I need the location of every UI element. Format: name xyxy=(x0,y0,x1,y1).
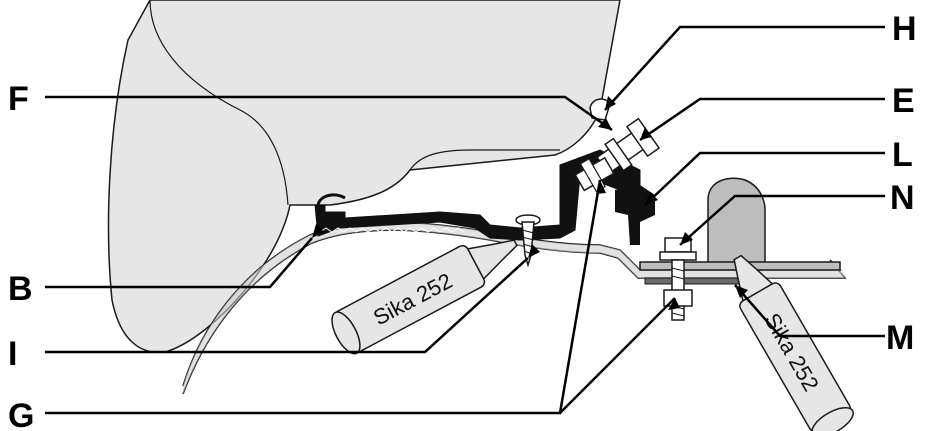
cap-h xyxy=(589,98,611,121)
clip-l xyxy=(615,185,655,245)
leader-n xyxy=(679,194,885,246)
leader-arrowheads xyxy=(312,96,748,310)
label-i: I xyxy=(8,335,17,373)
leader-i xyxy=(45,257,529,354)
housing-edge-line xyxy=(409,149,560,171)
profile-hook xyxy=(316,193,346,206)
leader-lines xyxy=(45,25,885,415)
leader-g-2 xyxy=(559,297,676,414)
arrow-n xyxy=(680,232,693,245)
leader-h xyxy=(604,25,885,111)
arrow-l xyxy=(645,192,658,205)
profile-serrations xyxy=(319,227,465,233)
label-m: M xyxy=(886,319,914,357)
label-g: G xyxy=(8,397,34,431)
arrow-f xyxy=(598,118,612,130)
mounting-profile xyxy=(314,149,641,241)
arrow-b xyxy=(312,224,324,238)
label-e: E xyxy=(892,82,915,120)
leader-e xyxy=(639,97,885,142)
sealant-tube-left: Sika 252 xyxy=(331,239,518,355)
label-b: B xyxy=(8,270,33,308)
arrow-g-1 xyxy=(596,180,606,194)
bracket-plate-m xyxy=(644,277,753,285)
arrow-m xyxy=(735,285,748,298)
leader-m xyxy=(734,284,885,338)
arrow-g-2 xyxy=(668,298,680,310)
label-f: F xyxy=(8,80,29,118)
arrow-i xyxy=(528,244,540,258)
arrow-e xyxy=(640,127,652,140)
screw-i xyxy=(515,214,541,268)
label-h: H xyxy=(892,10,917,48)
housing-inner-seam xyxy=(149,0,289,206)
leader-l xyxy=(644,151,885,206)
bracket xyxy=(707,177,766,269)
leader-b xyxy=(45,237,313,289)
leader-f xyxy=(45,95,613,132)
label-n: N xyxy=(890,179,915,217)
arrow-h xyxy=(605,96,616,110)
label-l: L xyxy=(892,136,913,174)
